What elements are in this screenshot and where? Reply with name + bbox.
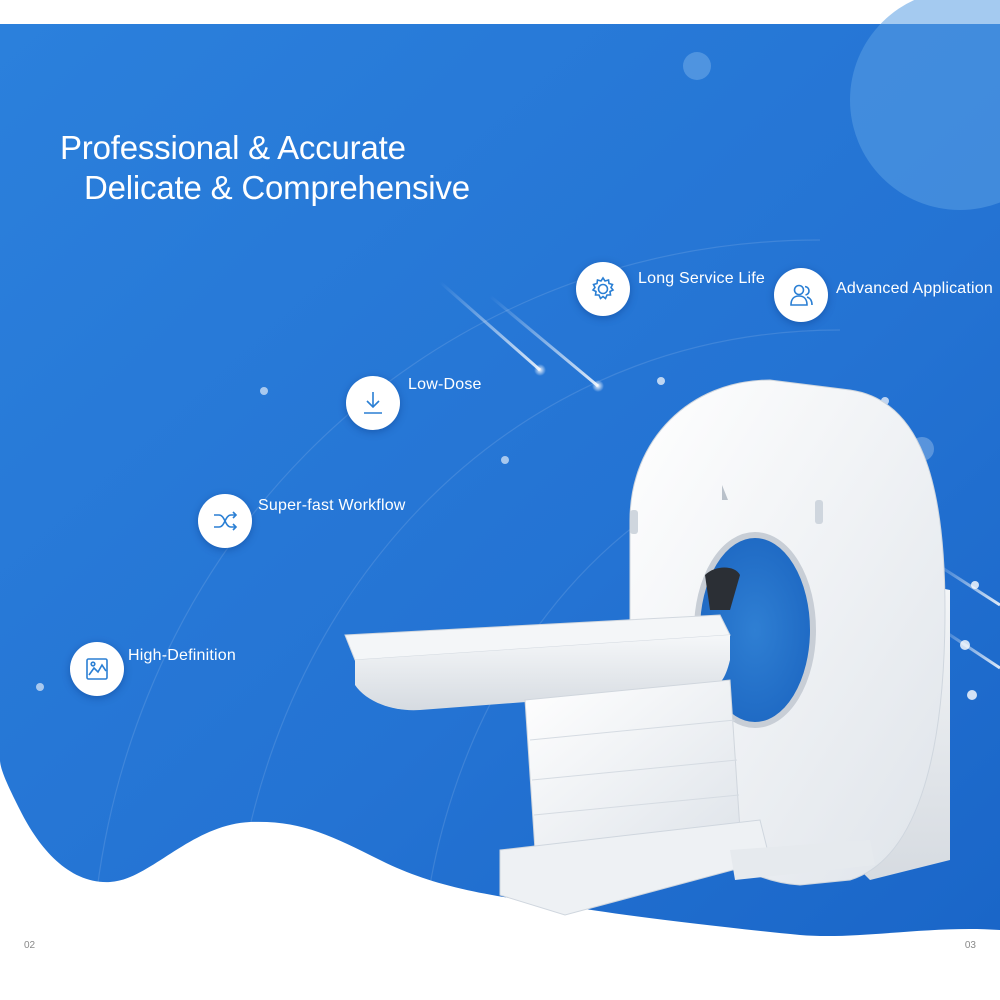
feature-advanced-application: Advanced Application [774, 268, 993, 322]
image-icon [70, 642, 124, 696]
shuffle-icon [198, 494, 252, 548]
feature-label: High-Definition [128, 647, 236, 664]
feature-label: Low-Dose [408, 376, 482, 393]
feature-long-service-life: Long Service Life [576, 262, 765, 316]
page-number-right: 03 [964, 940, 976, 951]
page-number-left: 02 [24, 940, 36, 951]
users-icon [774, 268, 828, 322]
feature-label: Super-fast Workflow [258, 497, 406, 514]
download-icon [346, 376, 400, 430]
gear-icon [576, 262, 630, 316]
feature-high-definition: High-Definition [70, 642, 236, 696]
feature-label: Long Service Life [638, 270, 766, 287]
feature-label: Advanced Application [836, 280, 993, 297]
feature-super-fast-workflow: Super-fast Workflow [198, 494, 406, 548]
feature-low-dose: Low-Dose [346, 376, 482, 430]
headline: Professional & Accurate Delicate & Compr… [60, 128, 470, 208]
headline-line-2: Delicate & Comprehensive [84, 169, 470, 206]
headline-line-1: Professional & Accurate [60, 129, 406, 166]
ct-scanner-illustration [344, 379, 950, 916]
